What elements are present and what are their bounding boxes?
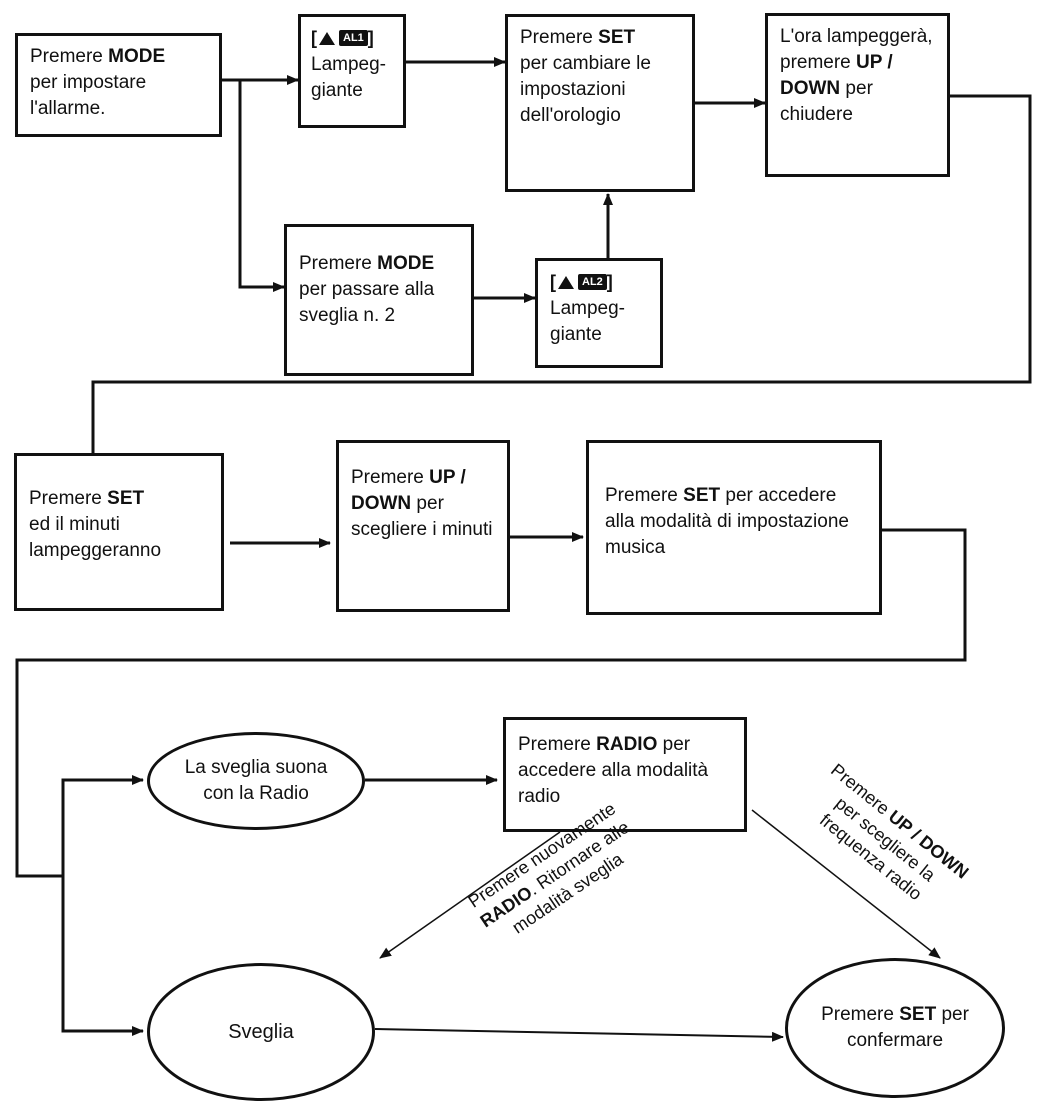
node-al1-flashing: [AL1] Lampeg-giante: [298, 14, 406, 128]
al1-badge: [AL1]: [311, 28, 374, 48]
arrow-to-sveglia: [61, 876, 144, 1036]
ellipse-alarm-radio: La sveglia suona con la Radio: [147, 732, 365, 830]
connector-hour-to-minutes: [91, 94, 1032, 453]
arrow-mode-to-mode2: [238, 80, 285, 292]
key-set: SET: [107, 488, 145, 509]
node-press-set-minutes: Premere SET ed il minuti lampeggeranno: [14, 453, 224, 611]
node-hour-flashing: L'ora lampeggerà, premere UP / DOWN per …: [765, 13, 950, 177]
node-al2-flashing: [AL2] Lampeg-giante: [535, 258, 663, 368]
key-radio: RADIO: [596, 734, 658, 755]
key-set: SET: [899, 1004, 937, 1025]
key-set: SET: [598, 27, 636, 48]
bell-icon: [319, 31, 335, 45]
node-press-set-clock: Premere SET per cambiare le impostazioni…: [505, 14, 695, 192]
ellipse-sveglia: Sveglia: [147, 963, 375, 1101]
arrow-radio-to-sveglia: [379, 831, 561, 959]
node-music-setting: Premere SET per accedere alla modalità d…: [586, 440, 882, 615]
al2-badge: [AL2]: [550, 272, 613, 292]
arrow-radio-to-confirm: [751, 809, 941, 959]
node-press-mode-alarm2: Premere MODE per passare alla sveglia n.…: [284, 224, 474, 376]
ellipse-confirm: Premere SET per confermare: [785, 958, 1005, 1098]
key-up-down: UP / DOWN: [780, 52, 893, 99]
bell-icon: [558, 275, 574, 289]
arrow-sveglia-to-confirm: [374, 1028, 784, 1042]
node-choose-minutes: Premere UP / DOWN per scegliere i minuti: [336, 440, 510, 612]
key-mode: MODE: [108, 46, 166, 67]
connector-music-to-alarm: [15, 528, 967, 878]
key-up-down: UP / DOWN: [351, 467, 466, 514]
node-press-radio: Premere RADIO per accedere alla modalità…: [503, 717, 747, 832]
key-mode: MODE: [377, 253, 435, 274]
arrow-to-radio-alarm: [61, 775, 144, 876]
key-set: SET: [683, 485, 721, 506]
node-press-mode: Premere MODE per impostare l'allarme.: [15, 33, 222, 137]
